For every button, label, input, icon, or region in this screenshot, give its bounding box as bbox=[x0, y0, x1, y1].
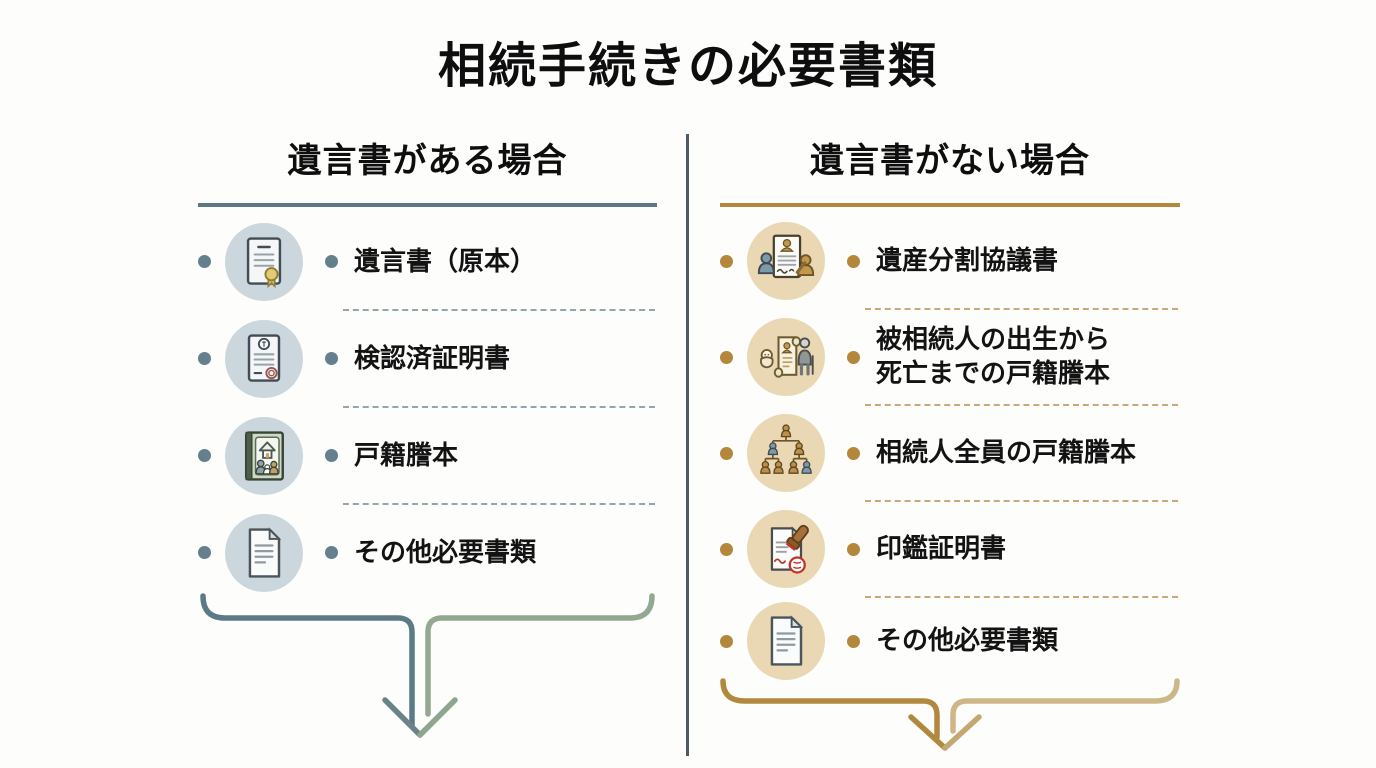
list-item: 被相続人の出生から 死亡までの戸籍謄本 bbox=[720, 309, 1180, 406]
item-label: 印鑑証明書 bbox=[876, 533, 1007, 564]
list-item: 遺産分割協議書 bbox=[720, 213, 1180, 310]
list-item: その他必要書類 bbox=[720, 597, 1180, 685]
column-divider-line bbox=[686, 134, 689, 756]
bullet-dot bbox=[720, 350, 733, 364]
bullet-dot bbox=[847, 446, 860, 460]
with-will-list: 遺言書（原本） 検認済証明書 bbox=[198, 213, 657, 601]
merge-down-arrow-icon bbox=[200, 593, 655, 738]
bullet-dot bbox=[325, 449, 338, 462]
bullet-dot bbox=[325, 352, 338, 365]
dashed-separator bbox=[865, 308, 1178, 310]
with-will-column: 遺言書がある場合 遺言書（原本） bbox=[198, 132, 657, 601]
item-label: 被相続人の出生から 死亡までの戸籍謄本 bbox=[876, 324, 1111, 388]
item-label: 戸籍謄本 bbox=[354, 439, 459, 470]
list-item: 印鑑証明書 bbox=[720, 501, 1180, 598]
probate-certificate-icon bbox=[225, 319, 303, 398]
division-agreement-icon bbox=[747, 222, 825, 300]
dashed-separator bbox=[865, 596, 1178, 598]
dashed-separator bbox=[343, 309, 655, 311]
item-label: 検認済証明書 bbox=[354, 342, 511, 373]
bullet-dot bbox=[847, 350, 860, 364]
without-will-column: 遺言書がない場合 bbox=[720, 132, 1180, 685]
bullet-dot bbox=[198, 352, 211, 365]
item-label: その他必要書類 bbox=[354, 536, 537, 567]
bullet-dot bbox=[198, 546, 211, 559]
list-item: 遺言書（原本） bbox=[198, 213, 657, 311]
dashed-separator bbox=[343, 503, 655, 505]
bullet-dot bbox=[847, 542, 860, 556]
bullet-dot bbox=[325, 255, 338, 268]
other-documents-icon bbox=[225, 513, 303, 592]
page-title: 相続手続きの必要書類 bbox=[437, 40, 938, 93]
seal-certificate-icon bbox=[747, 510, 825, 588]
bullet-dot bbox=[720, 542, 733, 556]
other-documents-icon bbox=[747, 602, 825, 680]
bullet-dot bbox=[720, 634, 733, 648]
item-label: 相続人全員の戸籍謄本 bbox=[876, 437, 1137, 468]
without-will-header: 遺言書がない場合 bbox=[720, 132, 1180, 207]
will-original-document-icon bbox=[225, 222, 303, 301]
list-item: 戸籍謄本 bbox=[198, 407, 657, 505]
dashed-separator bbox=[865, 500, 1178, 502]
bullet-dot bbox=[325, 546, 338, 559]
bullet-dot bbox=[720, 254, 733, 268]
list-item: 相続人全員の戸籍謄本 bbox=[720, 405, 1180, 502]
heirs-family-register-icon bbox=[747, 414, 825, 492]
bullet-dot bbox=[198, 255, 211, 268]
item-label: 遺言書（原本） bbox=[354, 245, 537, 276]
bullet-dot bbox=[198, 449, 211, 462]
with-will-header: 遺言書がある場合 bbox=[198, 132, 657, 207]
item-label: 遺産分割協議書 bbox=[876, 245, 1059, 276]
dashed-separator bbox=[343, 406, 655, 408]
bullet-dot bbox=[847, 634, 860, 648]
without-will-list: 遺産分割協議書 bbox=[720, 213, 1180, 685]
item-label: その他必要書類 bbox=[876, 625, 1059, 656]
bullet-dot bbox=[847, 254, 860, 268]
dashed-separator bbox=[865, 404, 1178, 406]
family-register-book-icon bbox=[225, 416, 303, 495]
list-item: 検認済証明書 bbox=[198, 310, 657, 408]
birth-to-death-family-register-icon bbox=[747, 318, 825, 396]
merge-down-arrow-icon bbox=[720, 678, 1180, 751]
list-item: その他必要書類 bbox=[198, 504, 657, 601]
bullet-dot bbox=[720, 446, 733, 460]
